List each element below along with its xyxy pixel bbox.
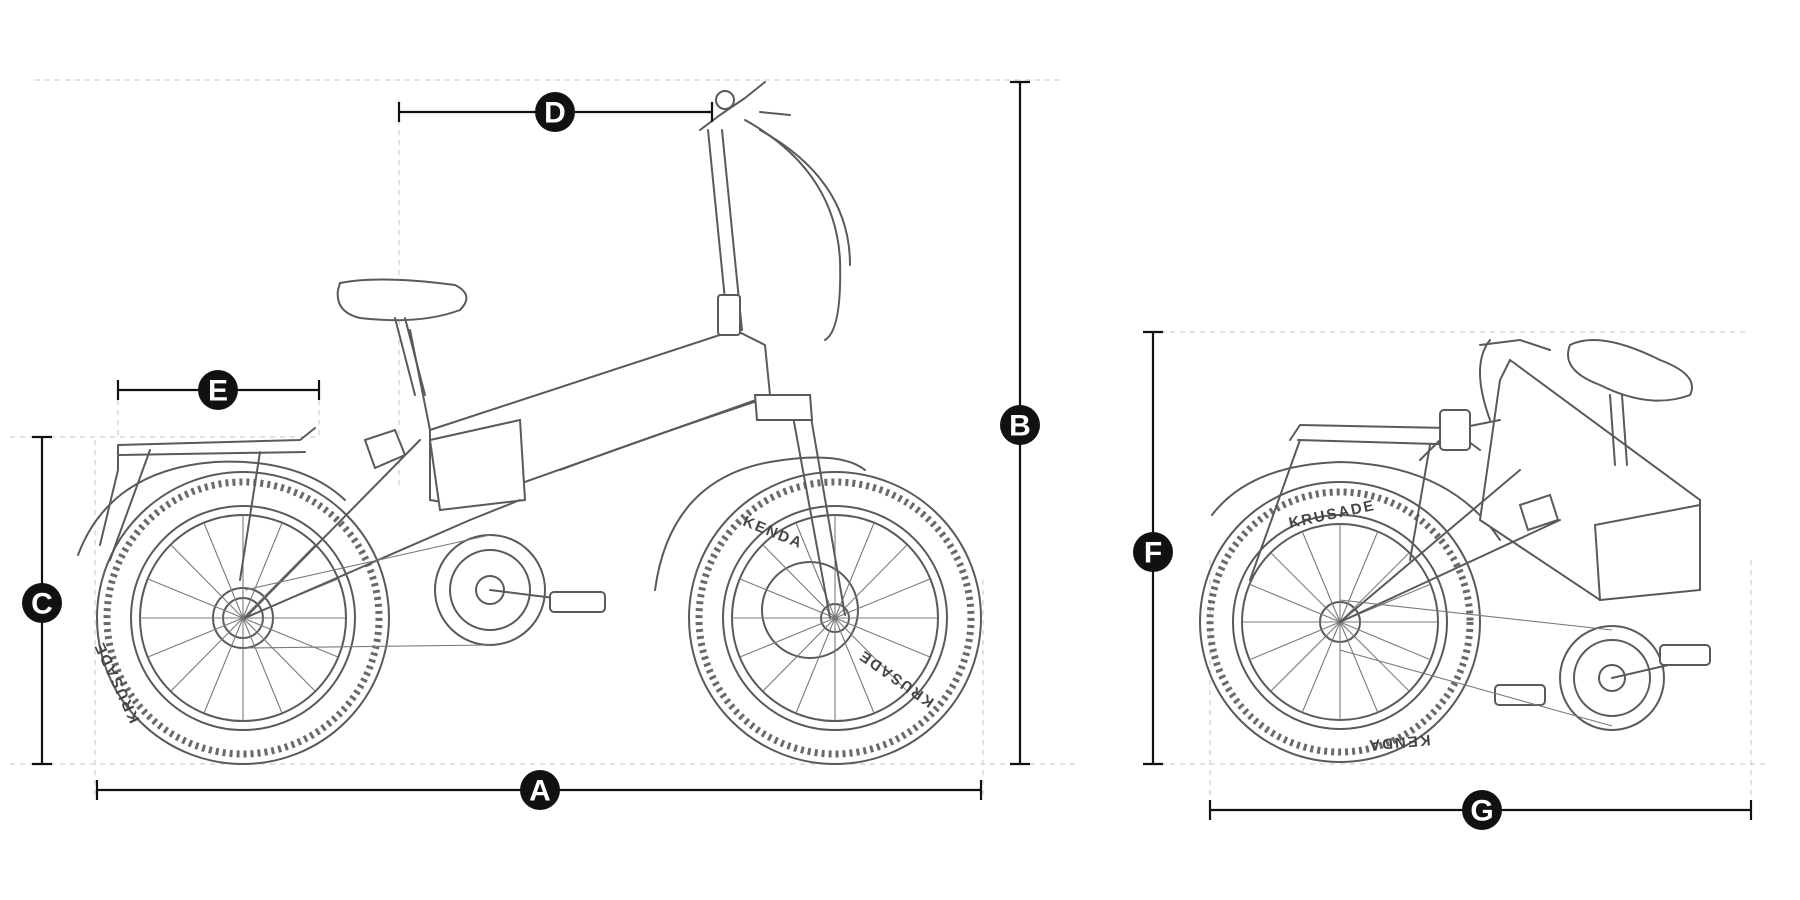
dimension-label-a: A	[520, 770, 560, 810]
unfolded-bike-sketch: KRUSADE KENDA KRUSADE	[77, 81, 982, 765]
svg-text:F: F	[1144, 537, 1162, 570]
svg-text:G: G	[1470, 795, 1493, 828]
rear-fender	[77, 460, 346, 556]
dimension-d: D	[397, 92, 714, 132]
dimension-label-g: G	[1462, 790, 1502, 830]
rear-rack	[99, 427, 316, 581]
dimension-f: F	[1133, 330, 1173, 766]
front-fender	[654, 456, 866, 591]
folded-rear-wheel: KRUSADE KENDA	[1199, 481, 1481, 763]
svg-text:C: C	[31, 588, 53, 621]
dimension-label-f: F	[1133, 532, 1173, 572]
dimension-label-c: C	[22, 583, 62, 623]
front-tire-brand-label: KENDA	[741, 513, 806, 552]
svg-text:D: D	[544, 97, 566, 130]
dimension-b: B	[1000, 80, 1040, 766]
dimension-label-e: E	[198, 370, 238, 410]
svg-text:E: E	[208, 375, 228, 408]
dimension-label-b: B	[1000, 405, 1040, 445]
folded-seat	[1567, 339, 1693, 466]
dimension-g: G	[1208, 790, 1753, 830]
svg-text:B: B	[1009, 410, 1031, 443]
front-wheel: KENDA KRUSADE	[688, 471, 982, 765]
crankset	[244, 534, 606, 649]
folded-frame	[1339, 358, 1701, 623]
folded-fender	[1211, 461, 1501, 541]
dimension-c: C	[22, 435, 62, 766]
steering-assembly	[699, 81, 851, 619]
dimension-a: A	[95, 770, 983, 810]
folded-crankset	[1339, 599, 1711, 731]
folded-tire-brand-label: KENDA	[1367, 731, 1432, 753]
main-frame	[244, 328, 772, 619]
dimension-e: E	[116, 370, 321, 410]
folded-bike-sketch: KRUSADE KENDA	[1199, 339, 1711, 763]
svg-text:A: A	[529, 775, 551, 808]
dimension-label-d: D	[535, 92, 575, 132]
folded-handlebar	[1419, 339, 1551, 461]
seat	[336, 278, 468, 396]
